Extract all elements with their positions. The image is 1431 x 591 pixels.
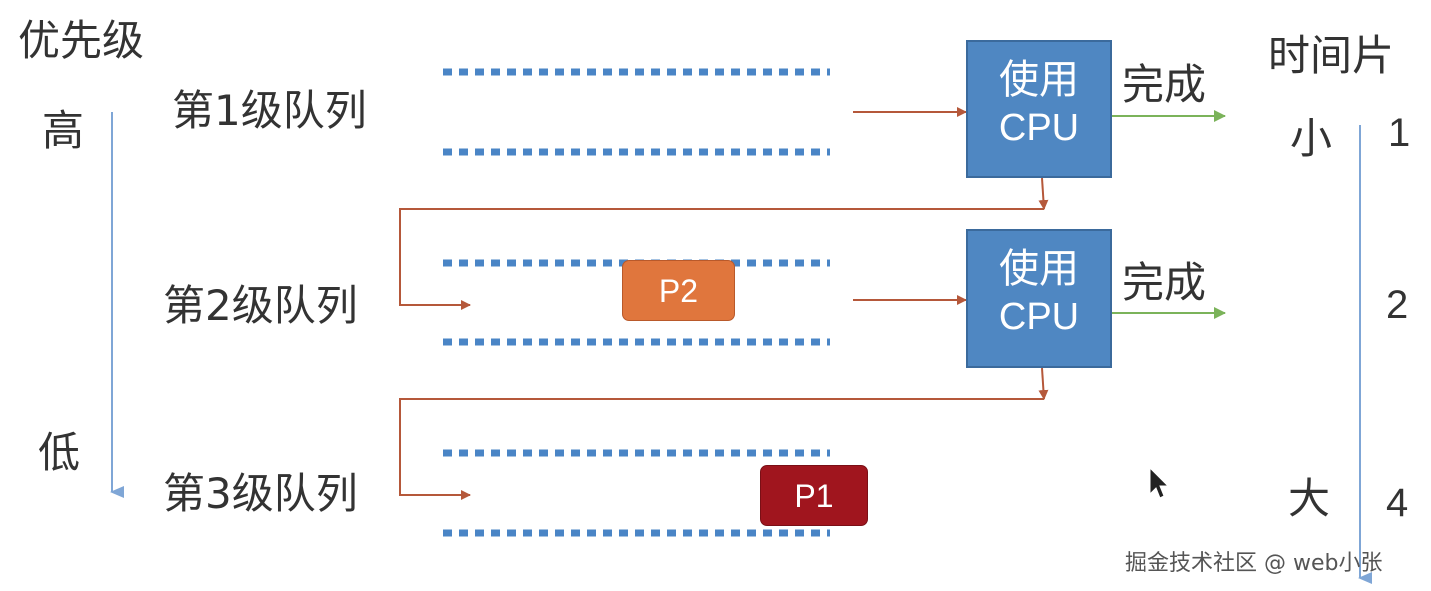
priority-low-label: 低 bbox=[38, 428, 81, 477]
cpu-box-2-line1: 使用 bbox=[999, 246, 1079, 292]
cpu-2-demote-drop-arrow bbox=[1038, 367, 1049, 400]
queue-1-label: 第1级队列 bbox=[172, 86, 367, 135]
watermark: 掘金技术社区 @ web小张 bbox=[1125, 551, 1383, 576]
cpu-box-1-line2: CPU bbox=[998, 107, 1080, 149]
process-p1: P1 bbox=[760, 465, 868, 526]
cpu-box-2: 使用 CPU bbox=[966, 229, 1112, 368]
process-p2: P2 bbox=[622, 260, 735, 321]
mouse-cursor-icon bbox=[1149, 466, 1170, 499]
cpu-1-done-label: 完成 bbox=[1122, 60, 1207, 109]
demote-to-queue-3-path bbox=[399, 398, 1044, 500]
cpu-box-1-line1: 使用 bbox=[999, 57, 1079, 103]
cpu-box-1: 使用 CPU bbox=[966, 40, 1112, 178]
queue-3-lines bbox=[443, 449, 830, 537]
demote-to-queue-2-path bbox=[399, 208, 1044, 310]
queue-3-label: 第3级队列 bbox=[163, 469, 358, 518]
cpu-box-2-line2: CPU bbox=[998, 296, 1080, 338]
queue-2-label: 第2级队列 bbox=[163, 281, 358, 330]
timeslice-value-4: 4 bbox=[1386, 481, 1409, 525]
timeslice-small-label: 小 bbox=[1290, 114, 1333, 163]
timeslice-title: 时间片 bbox=[1268, 31, 1395, 80]
cpu-1-demote-drop-arrow bbox=[1038, 177, 1049, 210]
cpu-2-done-label: 完成 bbox=[1122, 258, 1207, 307]
queue-1-lines bbox=[443, 68, 830, 156]
timeslice-value-1: 1 bbox=[1388, 111, 1411, 155]
timeslice-value-2: 2 bbox=[1386, 283, 1409, 327]
timeslice-large-label: 大 bbox=[1288, 474, 1331, 523]
priority-title: 优先级 bbox=[18, 16, 145, 65]
priority-high-label: 高 bbox=[42, 106, 85, 155]
